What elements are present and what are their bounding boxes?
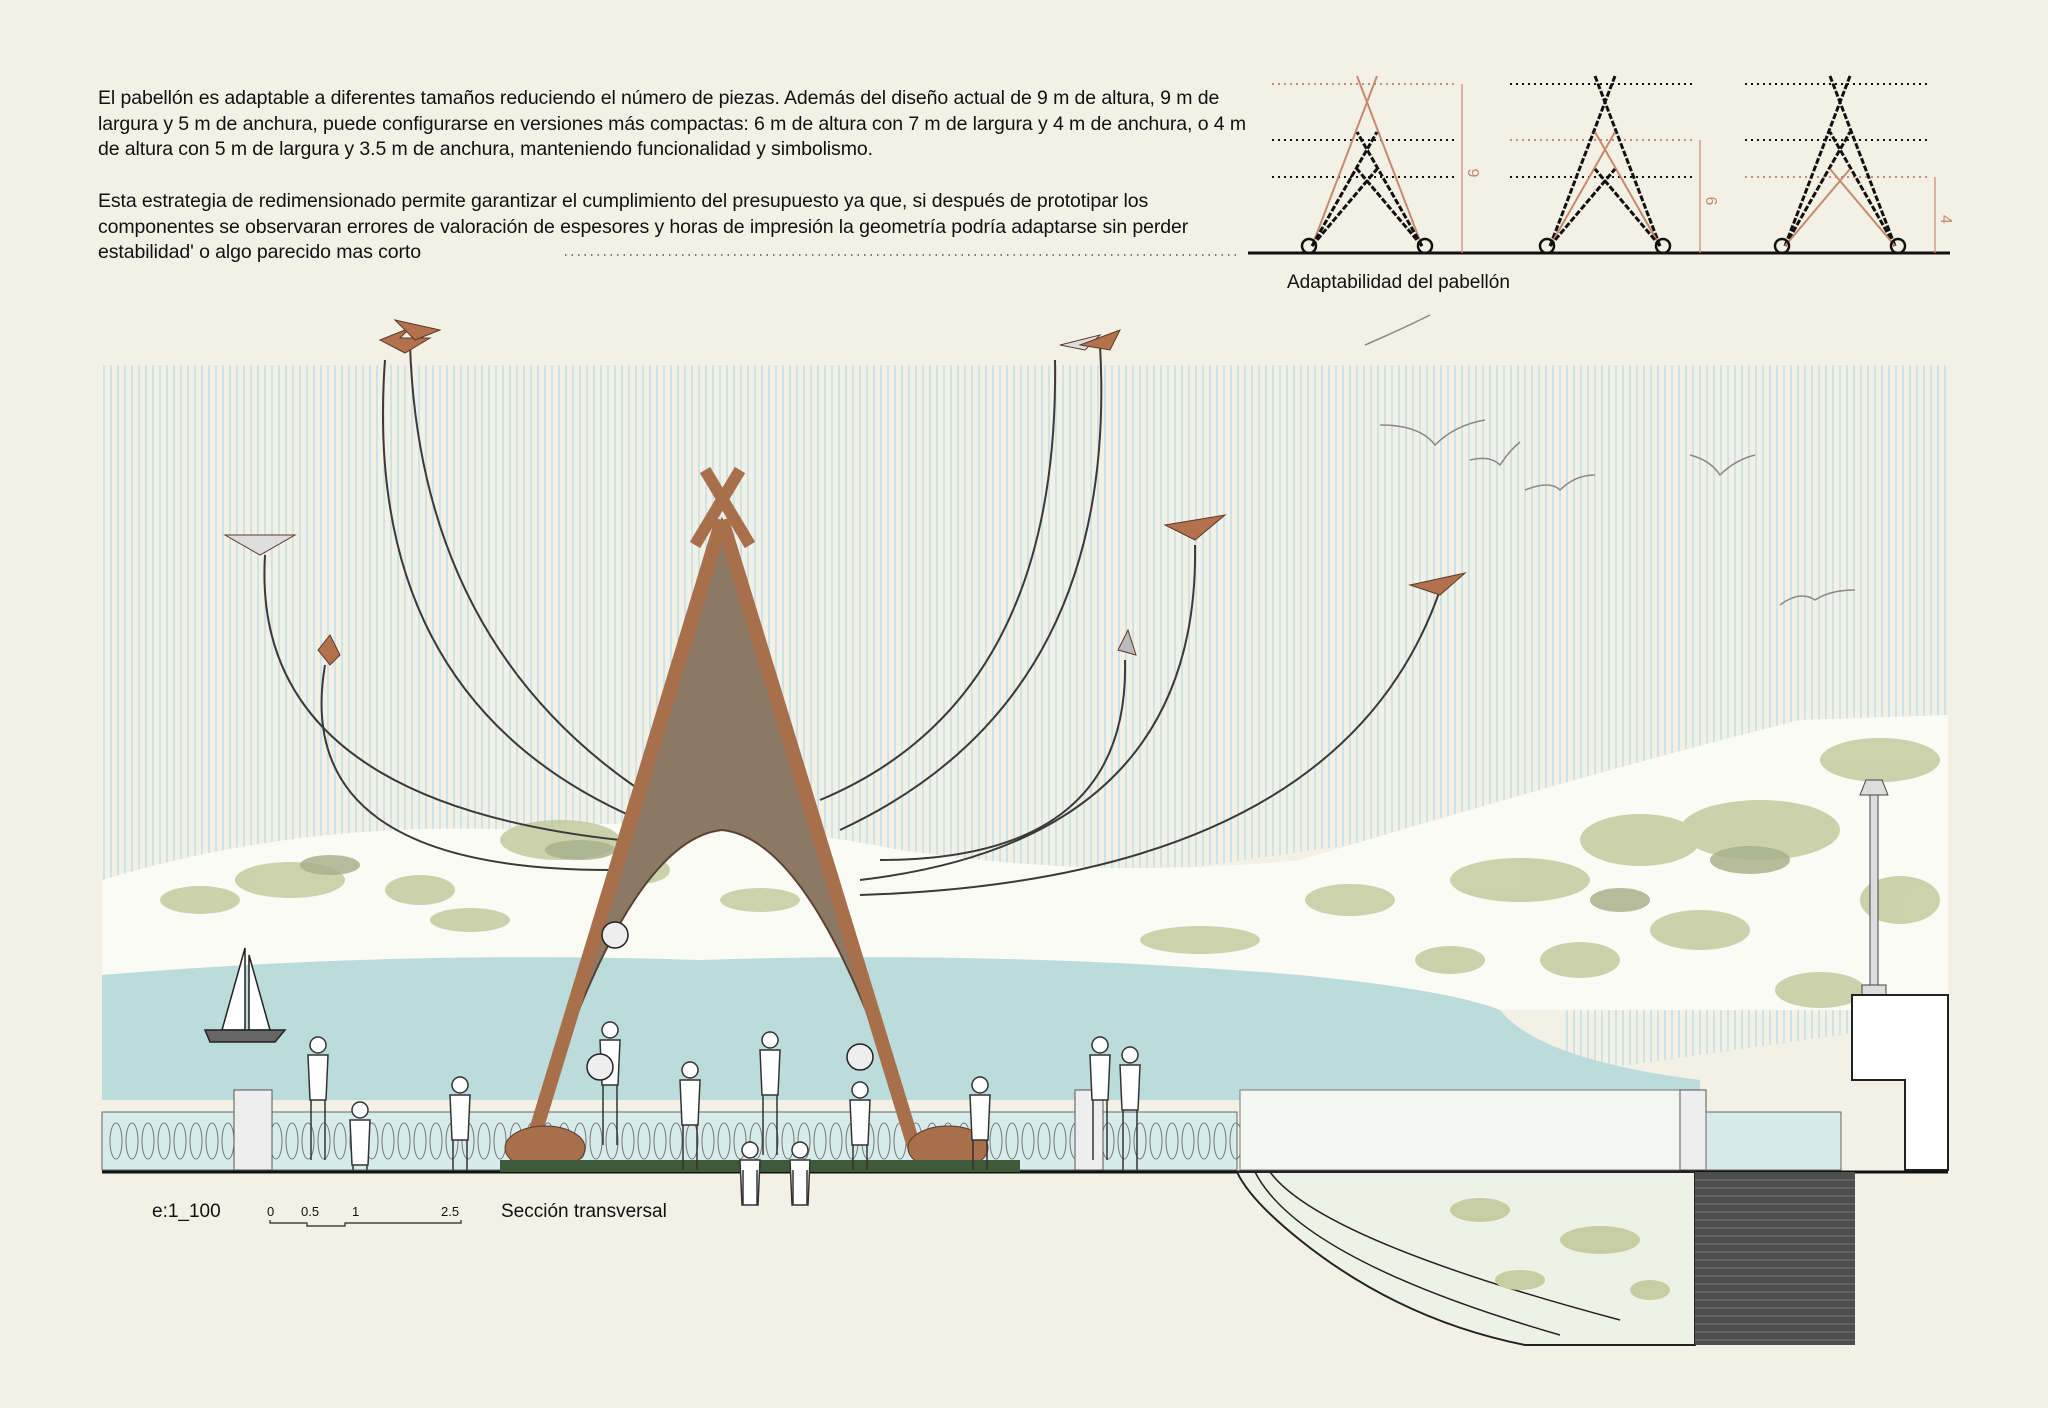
- person: [1089, 1036, 1111, 1160]
- hillside-vegetation: [102, 715, 1948, 1010]
- harbor-section: [1235, 1171, 1855, 1346]
- person: [1119, 1046, 1141, 1170]
- person: [849, 1081, 871, 1170]
- scale-bar: [269, 1220, 462, 1227]
- adaptability-diagram: 9: [1272, 75, 1481, 255]
- scale-tick-1: 1: [352, 1204, 360, 1219]
- person: [307, 1036, 329, 1160]
- building-edge: [1851, 994, 1949, 1171]
- scale-tick-0-5: 0.5: [301, 1204, 320, 1219]
- kite-birds: [223, 319, 1467, 666]
- adaptability-diagram: 4: [1745, 75, 1954, 255]
- kite-cables: [263, 344, 1441, 896]
- person: [349, 1101, 371, 1170]
- person: [969, 1076, 991, 1170]
- height-dimension: 9: [1464, 169, 1481, 178]
- adaptability-label: Adaptabilidad del pabellón: [1287, 272, 1510, 293]
- sailboat: [203, 947, 287, 1043]
- description-paragraph-2: Esta estrategia de redimensionado permit…: [98, 190, 1189, 263]
- scale-tick-2-5: 2.5: [441, 1204, 460, 1219]
- section-title: Sección transversal: [501, 1201, 667, 1222]
- scale-label: e:1_100: [152, 1201, 221, 1222]
- adaptability-diagram: 6: [1510, 75, 1719, 255]
- height-dimension: 4: [1937, 215, 1954, 224]
- pavilion: [500, 466, 1020, 1172]
- person: [739, 1141, 761, 1206]
- height-dimension: 6: [1702, 197, 1719, 206]
- description-paragraph-1: El pabellón es adaptable a diferentes ta…: [98, 87, 1246, 160]
- person: [789, 1141, 811, 1206]
- seagulls: [1364, 314, 1856, 606]
- person: [449, 1076, 471, 1170]
- people: [307, 921, 1141, 1206]
- adaptability-diagrams: 9 6 4: [1248, 75, 1954, 255]
- scale-tick-0: 0: [267, 1204, 275, 1219]
- sea: [102, 957, 1700, 1100]
- person: [759, 1031, 781, 1155]
- person: [679, 1061, 701, 1170]
